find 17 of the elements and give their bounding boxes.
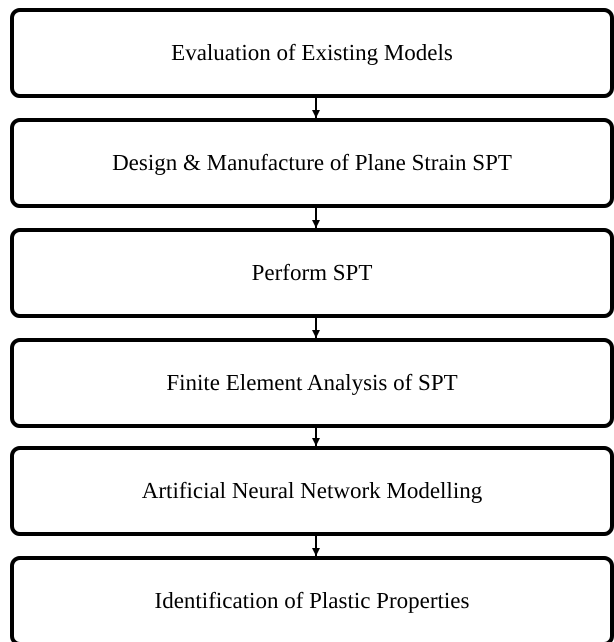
step-label: Artificial Neural Network Modelling [140, 478, 484, 504]
step-label: Evaluation of Existing Models [170, 40, 454, 66]
process-box [10, 8, 614, 98]
step-label: Design & Manufacture of Plane Strain SPT [111, 150, 513, 176]
process-box [10, 446, 614, 536]
step-label: Identification of Plastic Properties [154, 588, 470, 614]
arrow [312, 208, 320, 228]
process-box [10, 118, 614, 208]
step-label: Finite Element Analysis of SPT [165, 370, 459, 396]
process-box [10, 338, 614, 428]
arrow [312, 428, 320, 446]
step-label: Perform SPT [250, 260, 374, 286]
arrow [312, 536, 320, 556]
process-box [10, 556, 614, 642]
arrow [312, 318, 320, 338]
process-box [10, 228, 614, 318]
arrow [312, 98, 320, 118]
